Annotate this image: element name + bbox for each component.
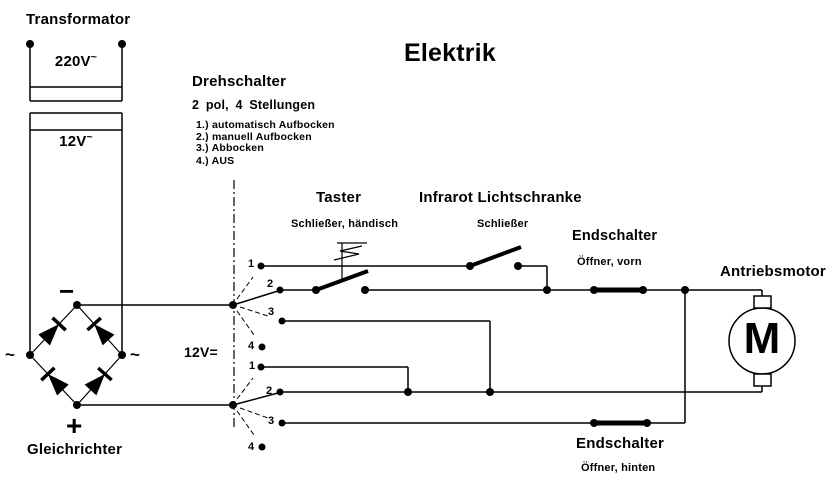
ac-mark: ~: [86, 131, 93, 143]
ac-symbol-right: ~: [130, 345, 141, 364]
pole2-contact-1-label: 1: [249, 360, 256, 372]
dc-wires: [77, 304, 233, 406]
endschalter-hinten-contact: [590, 419, 651, 427]
pole1-contact-2-label: 2: [267, 278, 274, 290]
ac-symbol-left: ~: [5, 345, 16, 364]
switch-position-4: 4.) AUS: [196, 155, 235, 167]
lichtschranke-switch-symbol: [466, 245, 522, 270]
plus-polarity-symbol: +: [66, 410, 83, 441]
motor-m-symbol: M: [743, 314, 781, 363]
taster-label: Taster: [316, 189, 362, 206]
pole1-contact-3-label: 3: [268, 306, 275, 318]
diode-icon: [84, 366, 113, 396]
taster-subtitle: Schließer, händisch: [291, 218, 399, 230]
endschalter-hinten-label: Endschalter: [576, 435, 665, 452]
rectifier-bridge-symbol: [26, 301, 126, 409]
endschalter-vorn-label: Endschalter: [572, 228, 658, 244]
endschalter-vorn-contact: [590, 286, 647, 294]
transformer-label: Transformator: [26, 11, 131, 28]
lichtschranke-label: Infrarot Lichtschranke: [419, 189, 582, 206]
rotary-switch-config: 2 pol, 4 Stellungen: [192, 98, 316, 112]
rectifier-label: Gleichrichter: [27, 441, 123, 458]
ac-mark: ~: [90, 51, 98, 63]
transformer-symbol: [26, 40, 126, 355]
secondary-voltage-label: 12V~: [59, 131, 93, 150]
switch-position-3: 3.) Abbocken: [196, 142, 264, 154]
diode-icon: [38, 316, 67, 346]
endschalter-vorn-subtitle: Öffner, vorn: [577, 256, 642, 268]
diode-icon: [40, 366, 69, 396]
taster-switch-symbol: [312, 242, 369, 294]
rotary-switch-pole2: [229, 363, 286, 451]
pole1-contact-1-label: 1: [248, 258, 255, 270]
rotary-switch-pole1: [229, 262, 286, 351]
pole2-contact-3-label: 3: [268, 415, 275, 427]
circuit-wires: [261, 265, 763, 424]
motor-symbol: [728, 295, 796, 387]
endschalter-hinten-subtitle: Öffner, hinten: [581, 462, 656, 474]
switch-position-1: 1.) automatisch Aufbocken: [196, 119, 335, 131]
rotary-switch-label: Drehschalter: [192, 73, 287, 90]
pole2-contact-2-label: 2: [266, 385, 273, 397]
motor-label: Antriebsmotor: [720, 263, 826, 280]
lichtschranke-subtitle: Schließer: [477, 218, 529, 230]
pole1-contact-4-label: 4: [248, 340, 255, 352]
primary-voltage-label: 220V~: [54, 51, 98, 70]
diode-icon: [86, 316, 115, 346]
page-title: Elektrik: [404, 39, 496, 67]
dc-voltage-label: 12V=: [184, 344, 218, 360]
minus-polarity-symbol: −: [59, 276, 75, 306]
switch-position-2: 2.) manuell Aufbocken: [196, 130, 312, 143]
pole2-contact-4-label: 4: [248, 441, 255, 453]
